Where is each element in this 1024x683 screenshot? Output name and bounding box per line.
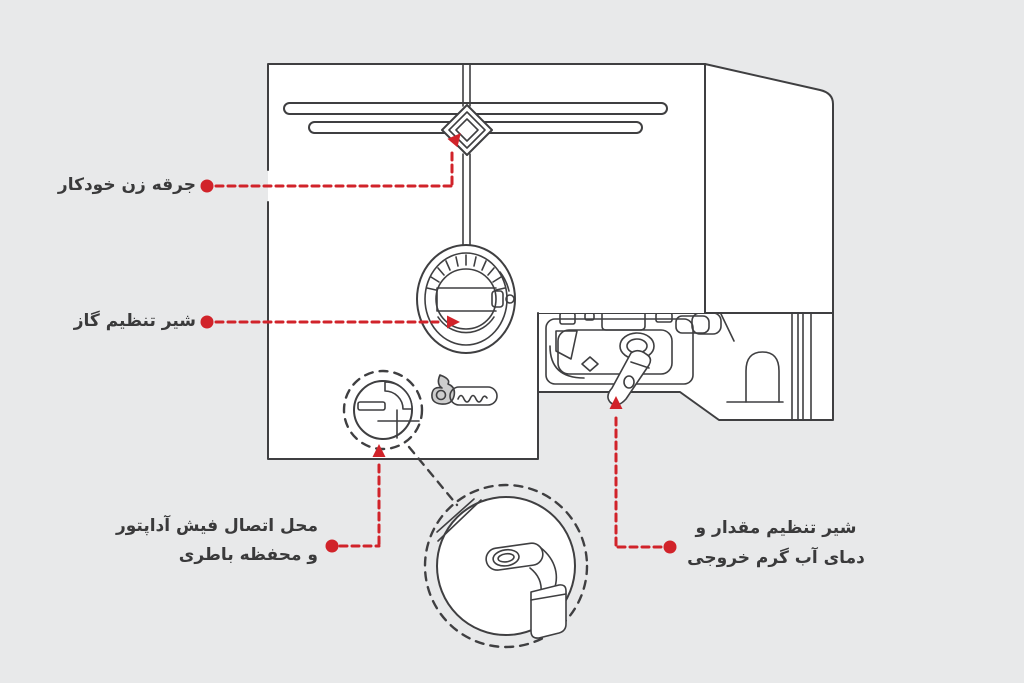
red-arrowhead — [447, 315, 460, 329]
red-dot — [663, 540, 677, 554]
label-igniter: جرقه زن خودکار — [57, 175, 196, 195]
red-arrowhead — [372, 444, 386, 457]
knob-tick-marks — [426, 254, 506, 291]
red-dot — [200, 179, 214, 193]
red-arrowhead — [609, 396, 623, 409]
label-adapter-battery-line1: محل اتصال فیش آداپتور — [115, 516, 318, 536]
callout-igniter — [200, 133, 461, 193]
valve-assembly-unit — [537, 312, 834, 421]
water-valve-lever — [607, 332, 655, 406]
red-dot — [325, 539, 339, 553]
callout-water-valve — [609, 396, 677, 554]
battery-adapter-port — [342, 369, 424, 451]
callout-adapter-battery — [325, 444, 386, 553]
brand-logo — [431, 374, 498, 406]
callout-gas-valve — [200, 315, 460, 329]
label-adapter-battery: محل اتصال فیش آداپتور و محفظه باطری — [116, 512, 318, 570]
red-dot — [200, 315, 214, 329]
label-water-valve-line2: دمای آب گرم خروجی — [687, 548, 865, 568]
heater-side-panel — [704, 63, 834, 314]
label-water-valve: شیر تنظیم مقدار و دمای آب گرم خروجی — [676, 513, 876, 573]
label-gas-valve: شیر تنظیم گاز — [73, 311, 196, 331]
label-water-valve-line1: شیر تنظیم مقدار و — [695, 518, 857, 538]
gas-valve-knob — [416, 244, 516, 354]
magnified-plug-view — [407, 445, 589, 649]
red-arrowhead — [447, 133, 461, 148]
igniter-pipe-lines — [462, 63, 471, 247]
label-adapter-battery-line2: و محفظه باطری — [178, 545, 318, 565]
